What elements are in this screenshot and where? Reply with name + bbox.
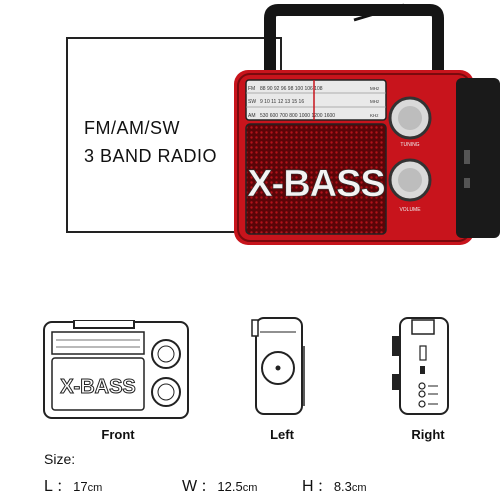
length-unit: cm (87, 482, 103, 494)
right-view-drawing (392, 317, 449, 415)
height-separator: ： (317, 479, 331, 494)
left-view-drawing (251, 317, 305, 415)
radio-product-image: FM SW AM 88 90 92 96 98 100 106 108 9 10… (234, 3, 500, 245)
tuning-label: TUNING (400, 142, 419, 148)
front-dial-outline (51, 331, 145, 355)
width-letter: W (182, 478, 198, 495)
view-label-front: Front (101, 427, 135, 442)
unit-sw: MHz (370, 99, 380, 104)
width-separator: ： (200, 479, 214, 494)
front-speaker-outline (51, 357, 145, 411)
size-title: Size: (44, 451, 76, 467)
length-letter: L (44, 478, 53, 495)
speaker-grille (245, 123, 387, 235)
headline-radio-type: 3 BAND RADIO (84, 146, 218, 166)
height-unit: cm (351, 482, 367, 494)
tuning-dial-window (245, 79, 387, 121)
band-label-sw: SW (248, 99, 256, 105)
length-value: 17 (73, 479, 88, 494)
front-brand-text: X-BASS (60, 376, 136, 398)
sw-scale: 9 10 11 12 13 15 16 (260, 99, 304, 105)
view-label-right: Right (411, 427, 445, 442)
dimension-length: L ： 17cm (44, 476, 102, 496)
band-label-am: AM (248, 113, 256, 119)
band-label-fm: FM (248, 86, 255, 92)
length-separator: ： (56, 479, 70, 494)
dimension-height: H ： 8.3cm (302, 476, 367, 496)
width-unit: cm (242, 482, 258, 494)
front-view-drawing: X-BASS (43, 320, 189, 419)
am-scale: 530 600 700 800 1000 1200 1600 (260, 113, 335, 119)
height-letter: H (302, 478, 314, 495)
fm-scale: 88 90 92 96 98 100 106 108 (260, 86, 323, 92)
headline-band-list: FM/AM/SW (84, 118, 180, 138)
unit-fm: MHz (370, 86, 380, 91)
carry-handle (264, 4, 444, 70)
radio-side-panel (456, 78, 500, 238)
dimension-width: W ： 12.5cm (182, 476, 257, 496)
view-label-left: Left (270, 427, 294, 442)
unit-am: KHz (370, 113, 379, 118)
width-value: 12.5 (217, 479, 243, 494)
brand-x-bass-front: X-BASS (247, 163, 385, 205)
height-value: 8.3 (333, 479, 352, 494)
right-side-tab (392, 336, 400, 356)
volume-label: VOLUME (399, 207, 421, 213)
